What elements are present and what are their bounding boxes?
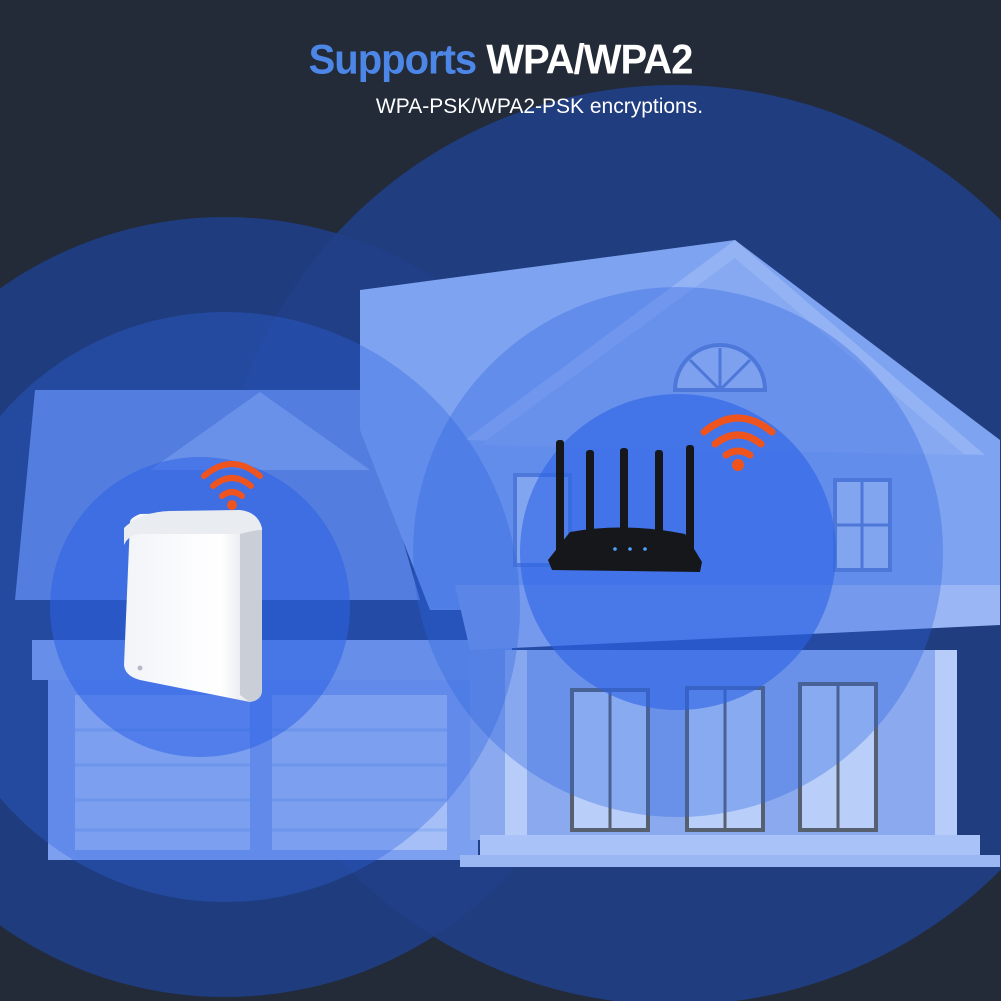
headline: Supports WPA/WPA2	[0, 37, 1001, 84]
wifi-signal-icon	[201, 461, 263, 510]
wifi-signal-icon	[700, 414, 776, 471]
router-icon	[548, 440, 702, 572]
mesh-node-icon	[124, 510, 262, 702]
subline: WPA-PSK/WPA2-PSK encryptions.	[375, 95, 704, 118]
headline-accent: Supports	[308, 36, 478, 84]
headline-strong: WPA/WPA2	[486, 36, 693, 84]
